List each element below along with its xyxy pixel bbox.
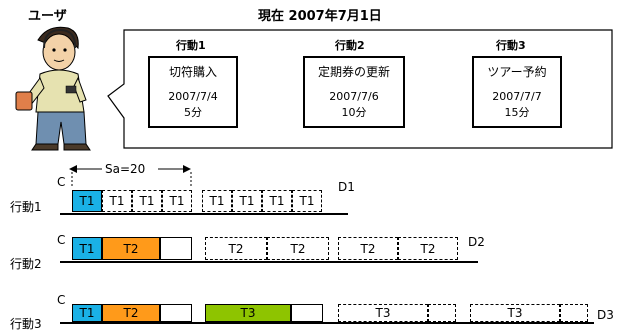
row-2-t1-cell: T1 [72,237,102,260]
row-3-deadline: D3 [597,308,614,322]
action-3-box [472,56,562,128]
user-illustration [15,26,91,151]
current-date: 現在 2007年7月1日 [258,9,382,24]
row-3-empty-cell [560,304,588,322]
action-1-date: 2007/7/4 [168,90,218,103]
row-1-task-cell: T1 [102,190,132,212]
row-2-label: 行動2 [10,257,42,271]
row-3-timeline [60,322,594,324]
action-2-heading: 行動2 [335,39,365,52]
row-2-empty-cell [160,237,192,260]
row-1-task-cell: T1 [132,190,162,212]
row-2-timeline [60,261,478,263]
row-2-task-cell: T2 [205,237,267,260]
action-3-date: 2007/7/7 [492,90,542,103]
row-1-label: 行動1 [10,200,42,214]
row-3-t2-cell: T2 [102,304,160,322]
row-1-task-cell: T1 [162,190,192,212]
action-3-task: ツアー予約 [487,65,547,79]
sa-label: Sa=20 [105,162,146,176]
row-3-c-label: C [57,293,66,307]
row-3-empty-cell [160,304,192,322]
row-1-task-cell: T1 [202,190,232,212]
action-1-box [148,56,238,128]
row-2-task-cell: T2 [338,237,398,260]
row-1-deadline: D1 [338,180,355,194]
user-label: ユーザ [28,9,67,24]
row-2-task-cell: T2 [398,237,458,260]
row-3-task-cell: T3 [470,304,560,322]
action-3-time: 15分 [504,106,530,119]
row-3-label: 行動3 [10,317,42,331]
row-1-task-cell: T1 [232,190,262,212]
row-3-empty-cell [428,304,456,322]
row-1-task-cell: T1 [292,190,322,212]
row-3-t1-cell: T1 [72,304,102,322]
action-1-task: 切符購入 [168,65,217,79]
action-1-heading: 行動1 [176,39,206,52]
row-3-task-cell: T3 [338,304,428,322]
action-2-box [303,56,405,128]
action-2-time: 10分 [341,106,367,119]
row-2-c-label: C [57,233,66,247]
row-1-c-label: C [57,175,66,189]
row-1-timeline [60,213,348,215]
row-3-empty-cell [291,304,323,322]
row-1-task-cell: T1 [262,190,292,212]
action-2-date: 2007/7/6 [329,90,379,103]
row-1-task-cell: T1 [72,190,102,212]
action-1-time: 5分 [184,106,202,119]
action-2-task: 定期券の更新 [317,65,390,79]
row-2-deadline: D2 [468,235,485,249]
row-2-task-cell: T2 [102,237,160,260]
action-3-heading: 行動3 [496,39,526,52]
row-3-task-cell: T3 [205,304,291,322]
row-2-task-cell: T2 [267,237,329,260]
